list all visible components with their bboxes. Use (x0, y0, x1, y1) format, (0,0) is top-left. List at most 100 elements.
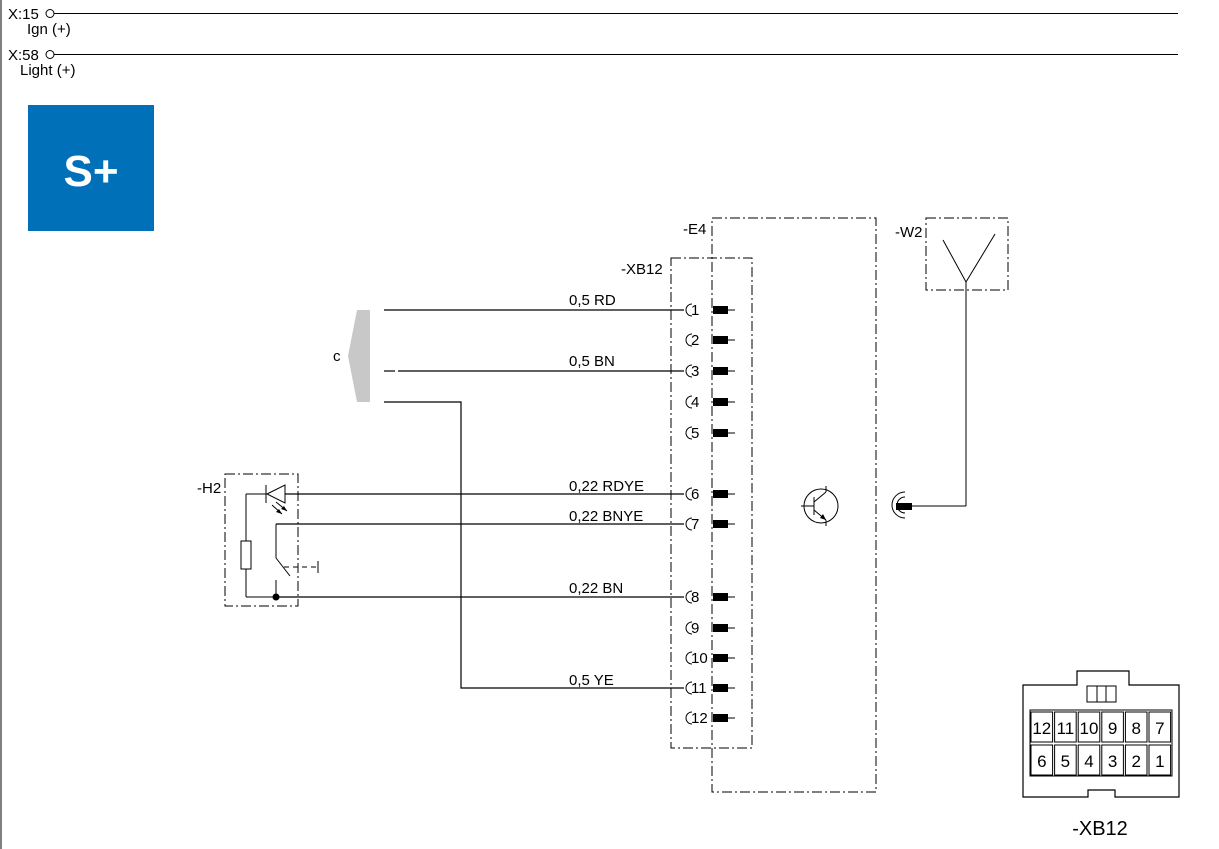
cavity-6 (1030, 744, 1054, 776)
cavity-9 (1101, 711, 1124, 743)
switch-h2-outline (224, 473, 299, 607)
pin-11: 11 (685, 680, 735, 697)
antenna-socket-icon (891, 491, 966, 519)
cavity-1 (1148, 744, 1172, 776)
module-e4: -E4 (683, 217, 966, 793)
transistor-icon (801, 486, 839, 526)
cavity-number: 9 (1108, 719, 1117, 738)
wire-label-pin-11: 0,5 YE (569, 672, 614, 689)
pin-5: 5 (685, 425, 735, 442)
pin-socket-icon (685, 333, 693, 347)
wire-pin-3: 0,5 BN (384, 353, 684, 372)
cavity-7 (1148, 711, 1172, 743)
cavity-number: 12 (1032, 719, 1051, 738)
wire-pin-11: 0,5 YE (384, 401, 684, 689)
pin-contact (713, 429, 728, 437)
pin-socket-icon (685, 364, 693, 378)
pin-number: 2 (691, 332, 699, 349)
switch-contact-icon (275, 524, 319, 597)
cavity-3 (1101, 744, 1124, 776)
cavity-8 (1124, 711, 1148, 743)
pin-number: 1 (691, 302, 699, 319)
cavity-5 (1054, 744, 1077, 776)
pin-1: 1 (685, 302, 735, 319)
pin-number: 9 (691, 620, 699, 637)
rail-x15: X:15 Ign (+) (8, 6, 1178, 38)
connector-face-label: -XB12 (1072, 818, 1128, 840)
pin-socket-icon (685, 651, 693, 665)
led-icon (265, 484, 288, 515)
cavity-number: 11 (1057, 719, 1075, 738)
resistor-icon (240, 493, 266, 597)
wire-pin-6: 0,22 RDYE (285, 478, 684, 495)
component-c: c (333, 310, 370, 402)
pin-12: 12 (685, 710, 735, 727)
pin-number: 12 (691, 710, 708, 727)
pin-contact (713, 624, 728, 632)
wire-label-pin-7: 0,22 BNYE (569, 508, 643, 525)
module-e4-label: -E4 (683, 221, 706, 238)
antenna-w2-label: -W2 (895, 224, 923, 241)
module-e4-outline (711, 217, 877, 793)
pin-contact (713, 336, 728, 344)
pin-socket-icon (685, 517, 693, 531)
pin-2: 2 (685, 332, 735, 349)
cavity-11 (1054, 711, 1077, 743)
pin-socket-icon (685, 711, 693, 725)
cavity-number: 3 (1108, 752, 1117, 771)
cavity-number: 7 (1155, 719, 1164, 738)
pin-socket-icon (685, 303, 693, 317)
pin-contact (713, 684, 728, 692)
connector-housing (1022, 670, 1180, 798)
cavity-number: 1 (1155, 752, 1164, 771)
pin-contact (713, 398, 728, 406)
cavity-4 (1077, 744, 1101, 776)
pin-socket-icon (685, 621, 693, 635)
wire-label-pin-8: 0,22 BN (569, 580, 623, 597)
badge-background (28, 105, 154, 231)
wire-pin-1: 0,5 RD (384, 292, 684, 311)
pin-number: 6 (691, 486, 699, 503)
pin-socket-icon (685, 590, 693, 604)
pin-number: 4 (691, 394, 699, 411)
switch-h2-label: -H2 (197, 480, 221, 497)
cavity-number: 2 (1131, 752, 1140, 771)
pin-10: 10 (685, 650, 735, 667)
pin-contact (713, 367, 728, 375)
pin-8: 8 (685, 589, 735, 606)
badge-text: S+ (63, 147, 118, 196)
wire-label-pin-3: 0,5 BN (569, 353, 615, 370)
cavity-10 (1077, 711, 1101, 743)
rail-x15-terminal (45, 9, 55, 18)
wire-label-pin-1: 0,5 RD (569, 292, 616, 309)
component-c-label: c (333, 348, 341, 365)
antenna-w2: -W2 (895, 217, 1009, 506)
pin-number: 3 (691, 363, 699, 380)
rail-x15-id: X:15 (8, 6, 39, 23)
rail-x58-id: X:58 (8, 47, 39, 64)
pin-contact (713, 490, 728, 498)
pin-number: 10 (691, 650, 708, 667)
pin-7: 7 (685, 516, 735, 533)
pin-6: 6 (685, 486, 735, 503)
connector-xb12-outline (670, 257, 753, 749)
wire-pin-8: 0,22 BN (276, 580, 684, 598)
cavity-number: 10 (1080, 719, 1099, 738)
pin-contact (713, 520, 728, 528)
antenna-w2-outline (925, 217, 1009, 291)
pin-9: 9 (685, 620, 735, 637)
pin-contact (713, 654, 728, 662)
rail-x58-label: Light (+) (20, 62, 75, 79)
pin-socket-icon (685, 395, 693, 409)
pin-socket-icon (685, 487, 693, 501)
cavity-number: 8 (1131, 719, 1140, 738)
wire-label-pin-6: 0,22 RDYE (569, 478, 644, 495)
pin-number: 7 (691, 516, 699, 533)
pin-number: 8 (691, 589, 699, 606)
wire-pin-7: 0,22 BNYE (276, 508, 684, 525)
pin-socket-icon (685, 681, 693, 695)
pin-contact (713, 306, 728, 314)
